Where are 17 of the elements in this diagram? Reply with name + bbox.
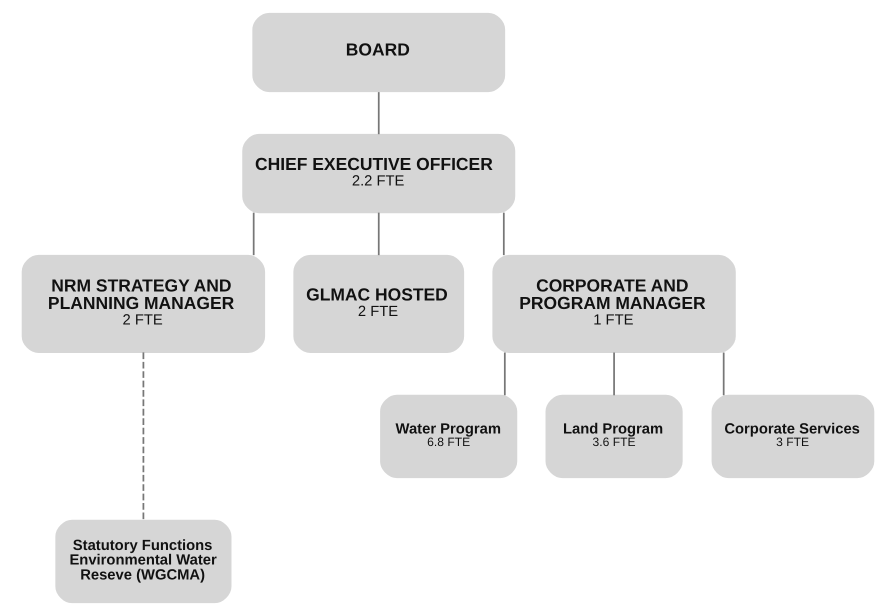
node-box: Statutory Functions Environmental Water Reseve (WGCMA) [55,520,232,604]
node-box: NRM STRATEGY AND PLANNING MANAGER 2 FTE [22,254,266,354]
connector [613,352,615,396]
node-box: CHIEF EXECUTIVE OFFICER 2.2 FTE [242,134,516,214]
node-box: Land Program 3.6 FTE [546,394,683,478]
node-box: CORPORATE AND PROGRAM MANAGER 1 FTE [492,254,736,354]
connector [252,212,255,256]
connector [722,352,725,396]
node-box: GLMAC HOSTED 2 FTE [293,254,464,354]
connector [504,352,506,396]
connector [502,212,505,256]
connector [142,352,144,520]
connector [378,212,380,256]
node-box: Water Program 6.8 FTE [380,394,518,478]
node-box: Corporate Services 3 FTE [712,394,874,478]
node-box: BOARD [252,12,506,92]
connector [378,92,380,134]
